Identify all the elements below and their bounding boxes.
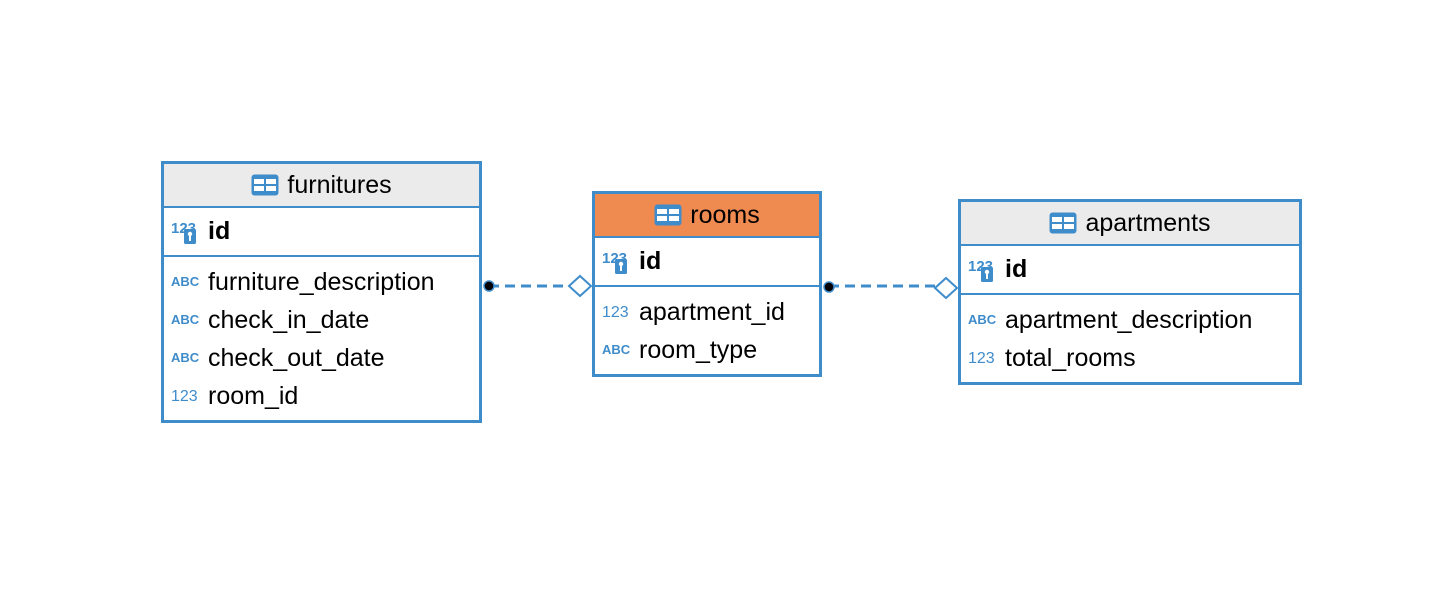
table-icon [654,204,682,226]
numeric-type-icon: 123 [967,344,1001,372]
entity-title: furnitures [287,170,392,199]
column-name: room_type [639,335,758,364]
relation-origin-dot [483,280,495,292]
column-name: id [1005,255,1028,283]
column-row[interactable]: ABC check_in_date [164,301,479,339]
numeric-type-icon: 123 [170,382,204,410]
column-row[interactable]: ABC furniture_description [164,263,479,301]
relation-origin-dot [823,281,835,293]
entity-furnitures[interactable]: furnitures 123 id ABC furniture_descript… [161,161,482,423]
svg-text:123: 123 [968,350,995,367]
text-type-icon: ABC [170,306,204,334]
svg-text:ABC: ABC [968,312,997,327]
entity-rooms[interactable]: rooms 123 id 123 apartment_id [592,191,822,377]
table-icon [1049,212,1077,234]
column-name: apartment_description [1005,305,1253,334]
column-name: total_rooms [1005,343,1136,372]
column-row[interactable]: 123 total_rooms [961,339,1299,377]
svg-text:ABC: ABC [171,312,200,327]
entity-header[interactable]: furnitures [164,164,479,208]
column-name: room_id [208,381,299,410]
svg-text:123: 123 [171,388,198,405]
text-type-icon: ABC [601,336,635,364]
column-name: id [208,217,231,245]
numeric-type-icon: 123 [601,298,635,326]
entity-header[interactable]: apartments [961,202,1299,246]
text-type-icon: ABC [967,306,1001,334]
primary-key-row[interactable]: 123 id [164,208,479,257]
column-row[interactable]: 123 apartment_id [595,293,819,331]
numeric-key-icon: 123 [601,248,635,276]
svg-text:ABC: ABC [602,342,631,357]
relation-target-diamond [567,274,593,298]
svg-text:ABC: ABC [171,350,200,365]
primary-key-row[interactable]: 123 id [961,246,1299,295]
text-type-icon: ABC [170,344,204,372]
column-name: apartment_id [639,297,785,326]
svg-text:ABC: ABC [171,274,200,289]
column-name: id [639,247,662,275]
numeric-key-icon: 123 [967,256,1001,284]
column-row[interactable]: ABC check_out_date [164,339,479,377]
table-icon [251,174,279,196]
entity-title: rooms [690,200,760,229]
entity-apartments[interactable]: apartments 123 id ABC apartment_descript… [958,199,1302,385]
column-row[interactable]: ABC room_type [595,331,819,369]
relation-target-diamond [933,276,959,300]
column-row[interactable]: ABC apartment_description [961,301,1299,339]
primary-key-row[interactable]: 123 id [595,238,819,287]
relation-rooms-apartments[interactable] [823,276,959,300]
column-row[interactable]: 123 room_id [164,377,479,415]
columns-list: ABC furniture_description ABC check_in_d… [164,257,479,419]
entity-title: apartments [1085,208,1211,237]
column-name: check_in_date [208,305,370,334]
text-type-icon: ABC [170,268,204,296]
column-name: furniture_description [208,267,435,296]
numeric-key-icon: 123 [170,218,204,246]
svg-text:123: 123 [602,304,629,321]
column-name: check_out_date [208,343,385,372]
columns-list: 123 apartment_id ABC room_type [595,287,819,373]
entity-header[interactable]: rooms [595,194,819,238]
relation-furnitures-rooms[interactable] [483,274,593,298]
columns-list: ABC apartment_description 123 total_room… [961,295,1299,381]
